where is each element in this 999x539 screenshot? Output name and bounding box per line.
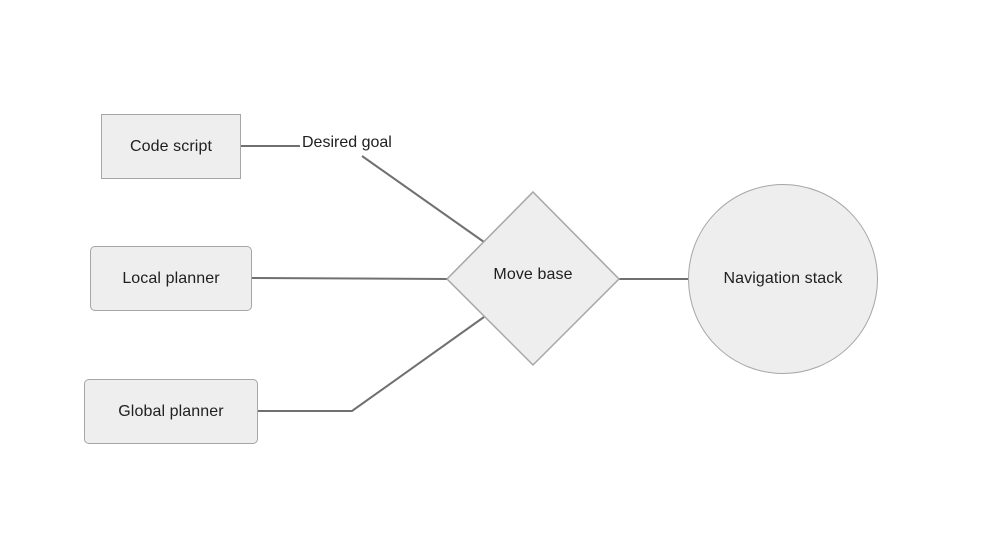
node-global-planner[interactable]: Global planner xyxy=(84,379,258,444)
node-navigation-stack-label: Navigation stack xyxy=(723,270,843,287)
node-code-script-label: Code script xyxy=(129,137,213,155)
edge-local-planner-to-move-base xyxy=(251,277,448,280)
edge-label-desired-goal: Desired goal xyxy=(300,132,394,154)
move-base-diamond[interactable] xyxy=(445,190,621,367)
node-global-planner-label: Global planner xyxy=(118,402,224,420)
node-local-planner-label: Local planner xyxy=(122,269,220,287)
node-local-planner[interactable]: Local planner xyxy=(90,246,252,311)
edge-desired-goal-to-move-base xyxy=(361,155,485,243)
node-navigation-stack[interactable]: Navigation stack xyxy=(688,184,878,374)
node-code-script[interactable]: Code script xyxy=(101,114,241,179)
edge-global-planner-to-move-base xyxy=(258,316,485,412)
node-move-base-label: Move base xyxy=(493,266,573,283)
